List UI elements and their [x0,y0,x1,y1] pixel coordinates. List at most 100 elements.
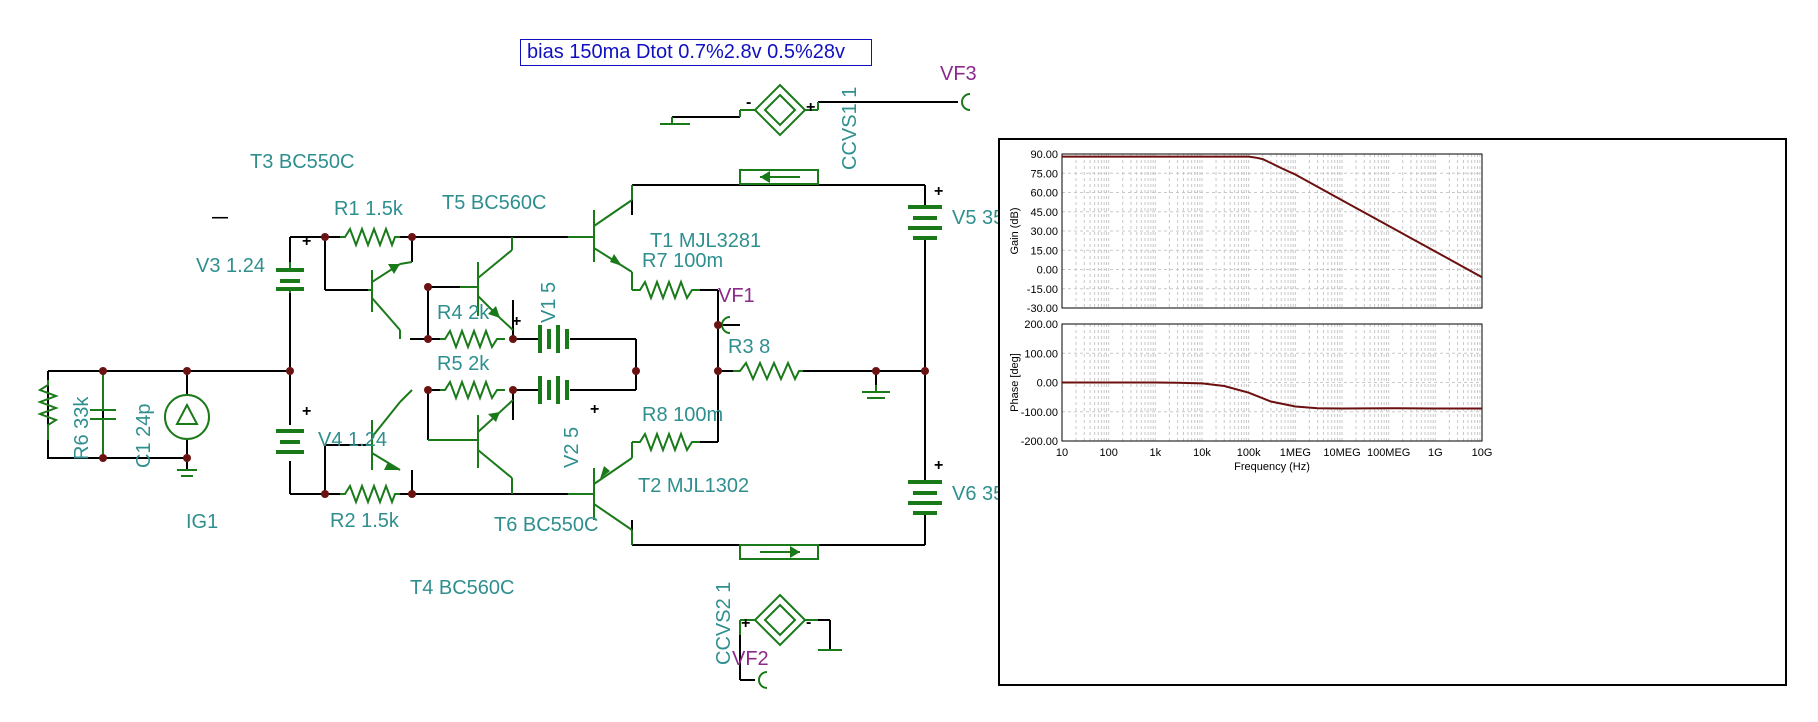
gain-y-tick-label: 60.00 [1030,188,1058,200]
resistor-r6 [37,380,59,440]
gain-y-tick-label: 75.00 [1030,168,1058,180]
gain-y-tick-label: 30.00 [1030,226,1058,238]
junction-dots [99,233,929,498]
label-r5: R5 2k [437,353,490,375]
resistor-r5 [440,379,505,401]
phase-y-axis-label: Phase [deg] [1009,353,1021,412]
svg-text:+: + [934,183,943,200]
x-tick-label: 10 [1056,447,1068,459]
components [37,83,971,689]
gain-plot-area [1061,153,1483,309]
label-r8: R8 100m [642,404,723,426]
label-r3: R3 8 [728,336,770,358]
transistor-t3 [368,261,413,339]
svg-text:-: - [746,94,751,111]
label-v2: V2 5 [561,427,583,468]
resistor-r7 [632,279,700,301]
ccvs1-source [660,83,819,137]
x-tick-label: 1MEG [1280,447,1311,459]
label-ccvs2: CCVS2 1 [713,582,735,665]
phase-y-tick-label: -200.00 [1021,436,1058,448]
svg-text:+: + [512,313,521,330]
label-t3: T3 BC550C [250,151,355,173]
gain-y-tick-label: -30.00 [1027,303,1058,315]
svg-text:—: — [212,209,228,226]
label-t6: T6 BC550C [494,514,599,536]
probe-vf3-icon [961,93,971,111]
bode-plot-frame: 90.00 75.00 60.00 45.00 30.00 15.00 0.00 -15.00… [998,138,1787,686]
label-v5: V5 35 [952,207,1000,229]
gain-y-axis-label: Gain (dB) [1009,207,1021,254]
current-source-ig1 [164,394,210,477]
label-vf1: VF1 [718,285,755,307]
ccvs2-source [739,593,842,651]
label-t1: T1 MJL3281 [650,230,761,252]
gain-y-tick-label: 15.00 [1030,245,1058,257]
phase-y-tick-label: 200.00 [1024,319,1058,331]
label-vf3: VF3 [940,63,977,85]
resistor-r2 [340,483,400,505]
battery-v4 [276,429,304,454]
circuit-schematic: — + + + + + + + - + - T3 BC550C R1 1.5k … [37,63,1000,689]
ground-symbol [862,385,890,399]
label-ig1: IG1 [186,511,218,533]
x-tick-label: 1k [1150,447,1162,459]
label-r1: R1 1.5k [334,198,404,220]
x-tick-label: 10k [1193,447,1211,459]
label-t5: T5 BC560C [442,192,547,214]
label-ccvs1: CCVS1 1 [839,87,861,170]
battery-v6 [908,480,942,515]
bode-plot: 90.00 75.00 60.00 45.00 30.00 15.00 0.00 -15.00… [1009,149,1493,473]
label-r2: R2 1.5k [330,510,400,532]
gain-y-tick-label: 45.00 [1030,207,1058,219]
transistor-t2 [568,442,633,545]
label-r6: R6 33k [71,396,93,460]
label-c1: C1 24p [133,404,155,469]
battery-v3 [276,262,304,293]
gain-y-tick-label: 0.00 [1037,265,1058,277]
label-v4: V4 1.24 [318,429,387,451]
battery-v5 [908,205,942,240]
svg-text:+: + [302,403,311,420]
svg-text:+: + [741,615,750,632]
transistor-t4 [368,389,413,471]
svg-text:+: + [302,233,311,250]
bias-annotation: bias 150ma Dtot 0.7%2.8v 0.5%28v [520,39,872,66]
battery-v2 [538,376,569,404]
transistor-t5 [460,237,514,331]
label-v3: V3 1.24 [196,255,265,277]
x-tick-label: 10MEG [1323,447,1360,459]
gain-y-tick-label: 90.00 [1030,149,1058,161]
label-v1: V1 5 [538,282,560,323]
label-r7: R7 100m [642,250,723,272]
svg-text:+: + [934,457,943,474]
phase-y-tick-label: 100.00 [1024,348,1058,360]
phase-series-line [1062,381,1482,410]
label-t4: T4 BC560C [410,577,515,599]
x-tick-label: 1G [1428,447,1443,459]
phase-y-tick-label: 0.00 [1037,378,1058,390]
transistor-t1 [568,185,633,290]
label-vf2: VF2 [732,648,769,670]
current-arrow-bottom [739,544,819,560]
capacitor-c1 [90,371,116,458]
phase-y-tick-label: -100.00 [1021,407,1058,419]
label-r4: R4 2k [437,302,490,324]
phase-chart: 200.00 100.00 0.00 -100.00 -200.00 Phase [deg… [1009,319,1483,448]
svg-text:+: + [806,99,815,116]
gain-chart: 90.00 75.00 60.00 45.00 30.00 15.00 0.00 -15.00… [1009,149,1483,315]
svg-text:-: - [806,614,811,631]
label-v6: V6 35 [952,483,1000,505]
probe-vf2-icon [758,671,768,689]
current-arrow-top [739,169,819,185]
resistor-r3 [733,360,803,382]
x-tick-label: 100 [1099,447,1117,459]
polarity-signs: — + + + + + + + - + - [212,94,943,632]
resistor-r1 [340,226,400,248]
transistor-t6 [428,399,514,494]
x-tick-label: 10G [1472,447,1493,459]
resistor-r8 [632,431,700,453]
gain-y-tick-label: -15.00 [1027,284,1058,296]
gain-series-line [1062,155,1483,279]
